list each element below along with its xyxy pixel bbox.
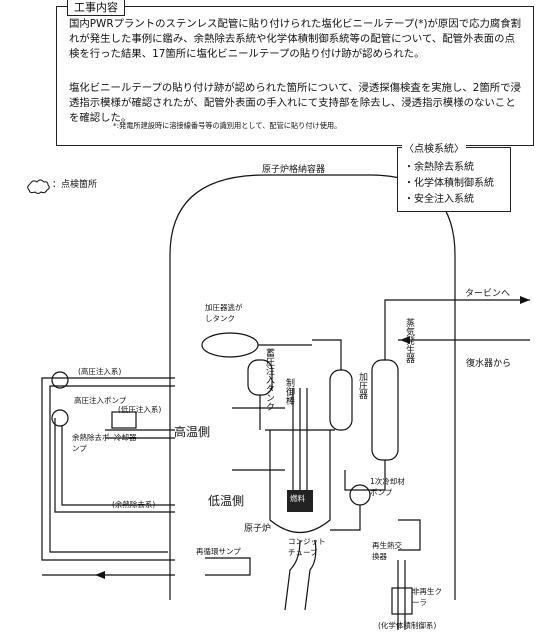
- relief-tank-label: 加圧器逃がしタンク: [205, 303, 243, 323]
- cold-leg-label: 低温側: [208, 494, 245, 508]
- sump-label: 再循環サンプ: [196, 547, 241, 556]
- legend-item-si: ・安全注入系統: [404, 194, 474, 205]
- lp-system-label: (低圧注入系): [118, 405, 162, 414]
- cvcs-label: (化学体積制御系): [378, 621, 437, 630]
- hot-leg-label: 高温側: [174, 425, 211, 439]
- work-footnote: *:発電所建設時に溶接線番号等の識別用として、配管に貼り付け使用。: [113, 121, 342, 130]
- coolant-pump-label: 1次冷却材ポンプ: [370, 477, 405, 497]
- inspection-marker-icon: [27, 179, 50, 194]
- hp-pump-label: 高圧注入ポンプ: [74, 396, 127, 405]
- accumulator-label: 蓄圧注入タンク: [264, 348, 274, 411]
- cooler-label: 冷却器: [114, 433, 137, 442]
- conduit-label: コンジットチューブ: [288, 537, 326, 557]
- containment-outline: [169, 174, 456, 600]
- nonregen-cooler-label: 非再生クーラ: [412, 587, 442, 607]
- work-paragraph-2: 塩化ビニールテープの貼り付け跡が認められた箇所について、浸透探傷検査を実施し、2…: [69, 82, 521, 125]
- work-paragraph-1: 国内PWRプラントのステンレス配管に貼り付けられた塩化ビニールテープ(*)が原因…: [69, 18, 522, 61]
- legend-marker-label: ：点検箇所: [52, 180, 98, 190]
- work-description-box: 工事内容 国内PWRプラントのステンレス配管に貼り付けられた塩化ビニールテープ(…: [56, 0, 534, 146]
- work-title: 工事内容: [67, 0, 125, 16]
- steam-generator: [371, 359, 399, 461]
- legend-box: 〈点検系統〉 ・余熱除去系統 ・化学体積制御系統 ・安全注入系統: [397, 140, 511, 212]
- hp-system-label: (高圧注入系): [78, 367, 122, 376]
- legend-item-cvcs: ・化学体積制御系統: [404, 178, 494, 189]
- relief-tank: [201, 332, 259, 358]
- pressurizer-body: [329, 369, 353, 431]
- fuel-core: [287, 490, 313, 512]
- fuel-label: 燃料: [290, 494, 305, 503]
- control-rod-label: 制御棒: [284, 378, 294, 405]
- turbine-label: タービンへ: [465, 289, 511, 299]
- rhr-system-label: (余熱除去系): [112, 500, 156, 509]
- regen-hx-label: 再生熱交換器: [372, 541, 402, 561]
- steam-generator-label: 蒸気発生器: [404, 318, 414, 363]
- condenser-label: 復水器から: [466, 359, 512, 369]
- rhr-pump-label: 余熱除去ポンプ: [72, 433, 110, 453]
- reactor-label: 原子炉: [244, 524, 272, 534]
- reactor-vessel: [269, 430, 331, 533]
- legend-title: 〈点検系統〉: [402, 140, 466, 155]
- containment-label: 原子炉格納容器: [262, 165, 326, 175]
- legend-item-rhr: ・余熱除去系統: [404, 162, 474, 173]
- pressurizer-label: 加圧器: [357, 372, 367, 399]
